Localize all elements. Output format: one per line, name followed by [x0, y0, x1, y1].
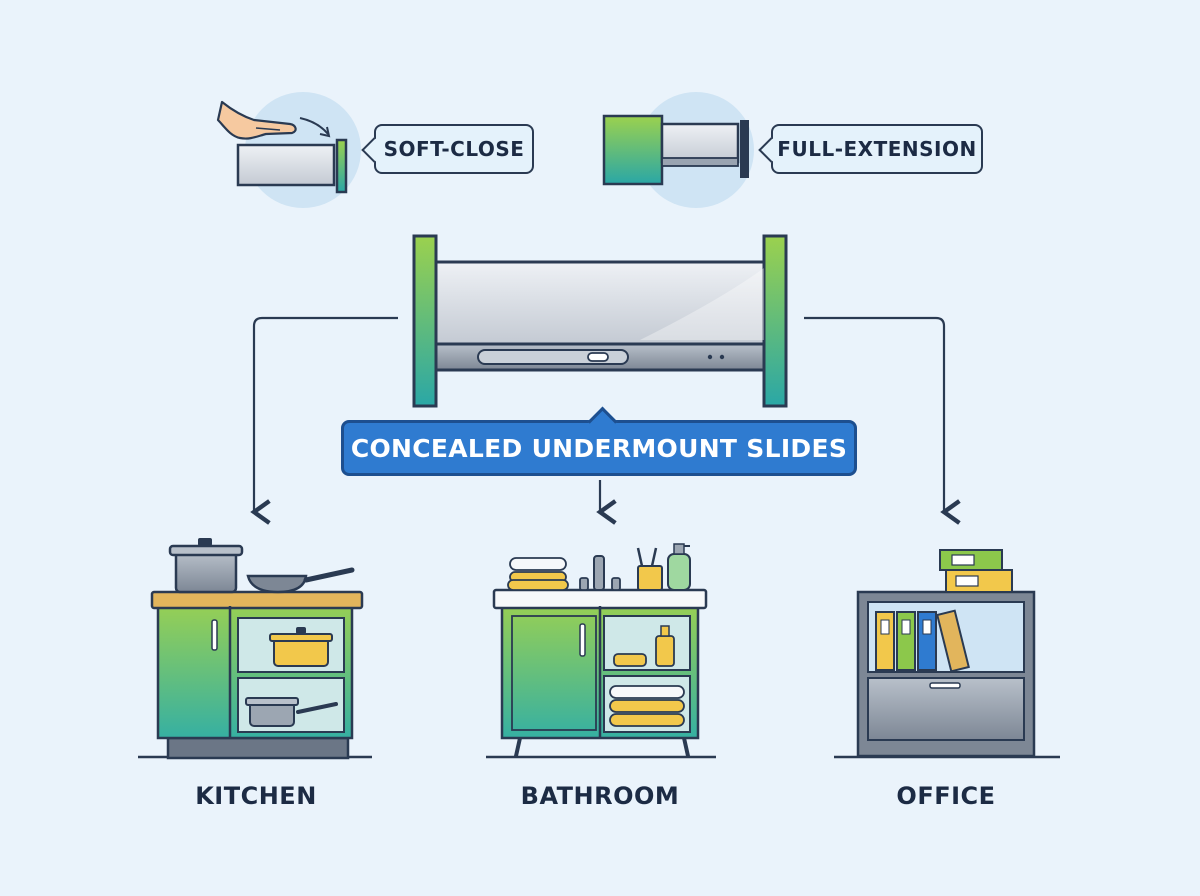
stacked-files-icon: [939, 549, 1013, 593]
kitchen-illustration: [138, 538, 372, 760]
main-drawer-illustration: [412, 234, 788, 408]
drawer-front-panel: [602, 114, 664, 186]
rivet: [707, 354, 713, 360]
kitchen-plinth: [166, 736, 350, 760]
bathroom-illustration: [486, 543, 716, 759]
kitchen-countertop: [150, 590, 364, 610]
office-illustration: [834, 549, 1060, 759]
kitchen-label: KITCHEN: [195, 782, 317, 810]
motion-arrowhead-icon: [319, 126, 331, 138]
right-side-panel: [762, 234, 788, 408]
vanity-countertop: [492, 588, 708, 610]
soft-close-side-panel: [335, 138, 348, 194]
office-label: OFFICE: [896, 782, 996, 810]
towel-stack-top-icon: [507, 557, 569, 591]
binders-icon: [875, 609, 970, 673]
drawer-box: [660, 122, 740, 164]
cabinet-side: [740, 120, 749, 178]
slide-rail: [661, 157, 739, 167]
left-side-panel: [412, 234, 438, 408]
towel-stack-lower-icon: [609, 685, 685, 727]
connector-office: [804, 316, 961, 525]
cabinet-handle: [211, 619, 218, 651]
toothbrush-cup-icon: [636, 547, 663, 591]
connectors: [250, 316, 961, 525]
drawer-highlight: [640, 268, 764, 340]
main-title-text: CONCEALED UNDERMOUNT SLIDES: [350, 433, 848, 463]
main-title-banner: CONCEALED UNDERMOUNT SLIDES: [341, 406, 857, 476]
soap-icon: [613, 653, 647, 667]
vanity-handle: [579, 623, 586, 657]
drawer-body: [434, 260, 766, 346]
frying-pan-icon: [246, 567, 355, 594]
rivet: [719, 354, 725, 360]
slide-lock-clip: [587, 352, 609, 362]
stock-pot-icon: [168, 538, 244, 594]
full-extension-illustration: [602, 92, 754, 208]
full-extension-label: FULL-EXTENSION: [758, 124, 983, 174]
soap-dispenser-icon: [667, 543, 691, 591]
office-drawer-handle: [929, 682, 961, 689]
saucepan-icon: [245, 697, 338, 727]
bathroom-label: BATHROOM: [520, 782, 680, 810]
yellow-pot-icon: [269, 627, 333, 667]
lotion-bottle-icon: [655, 625, 675, 667]
soft-close-text: SOFT-CLOSE: [383, 137, 525, 161]
connector-kitchen: [250, 316, 398, 525]
motion-arrow-icon: [299, 117, 329, 135]
faucet-icon: [579, 555, 621, 591]
soft-close-label: SOFT-CLOSE: [361, 124, 534, 174]
soft-close-drawer-front: [236, 143, 336, 187]
full-extension-text: FULL-EXTENSION: [777, 137, 977, 161]
soft-close-illustration: [216, 92, 361, 208]
hand-icon: [216, 100, 297, 140]
